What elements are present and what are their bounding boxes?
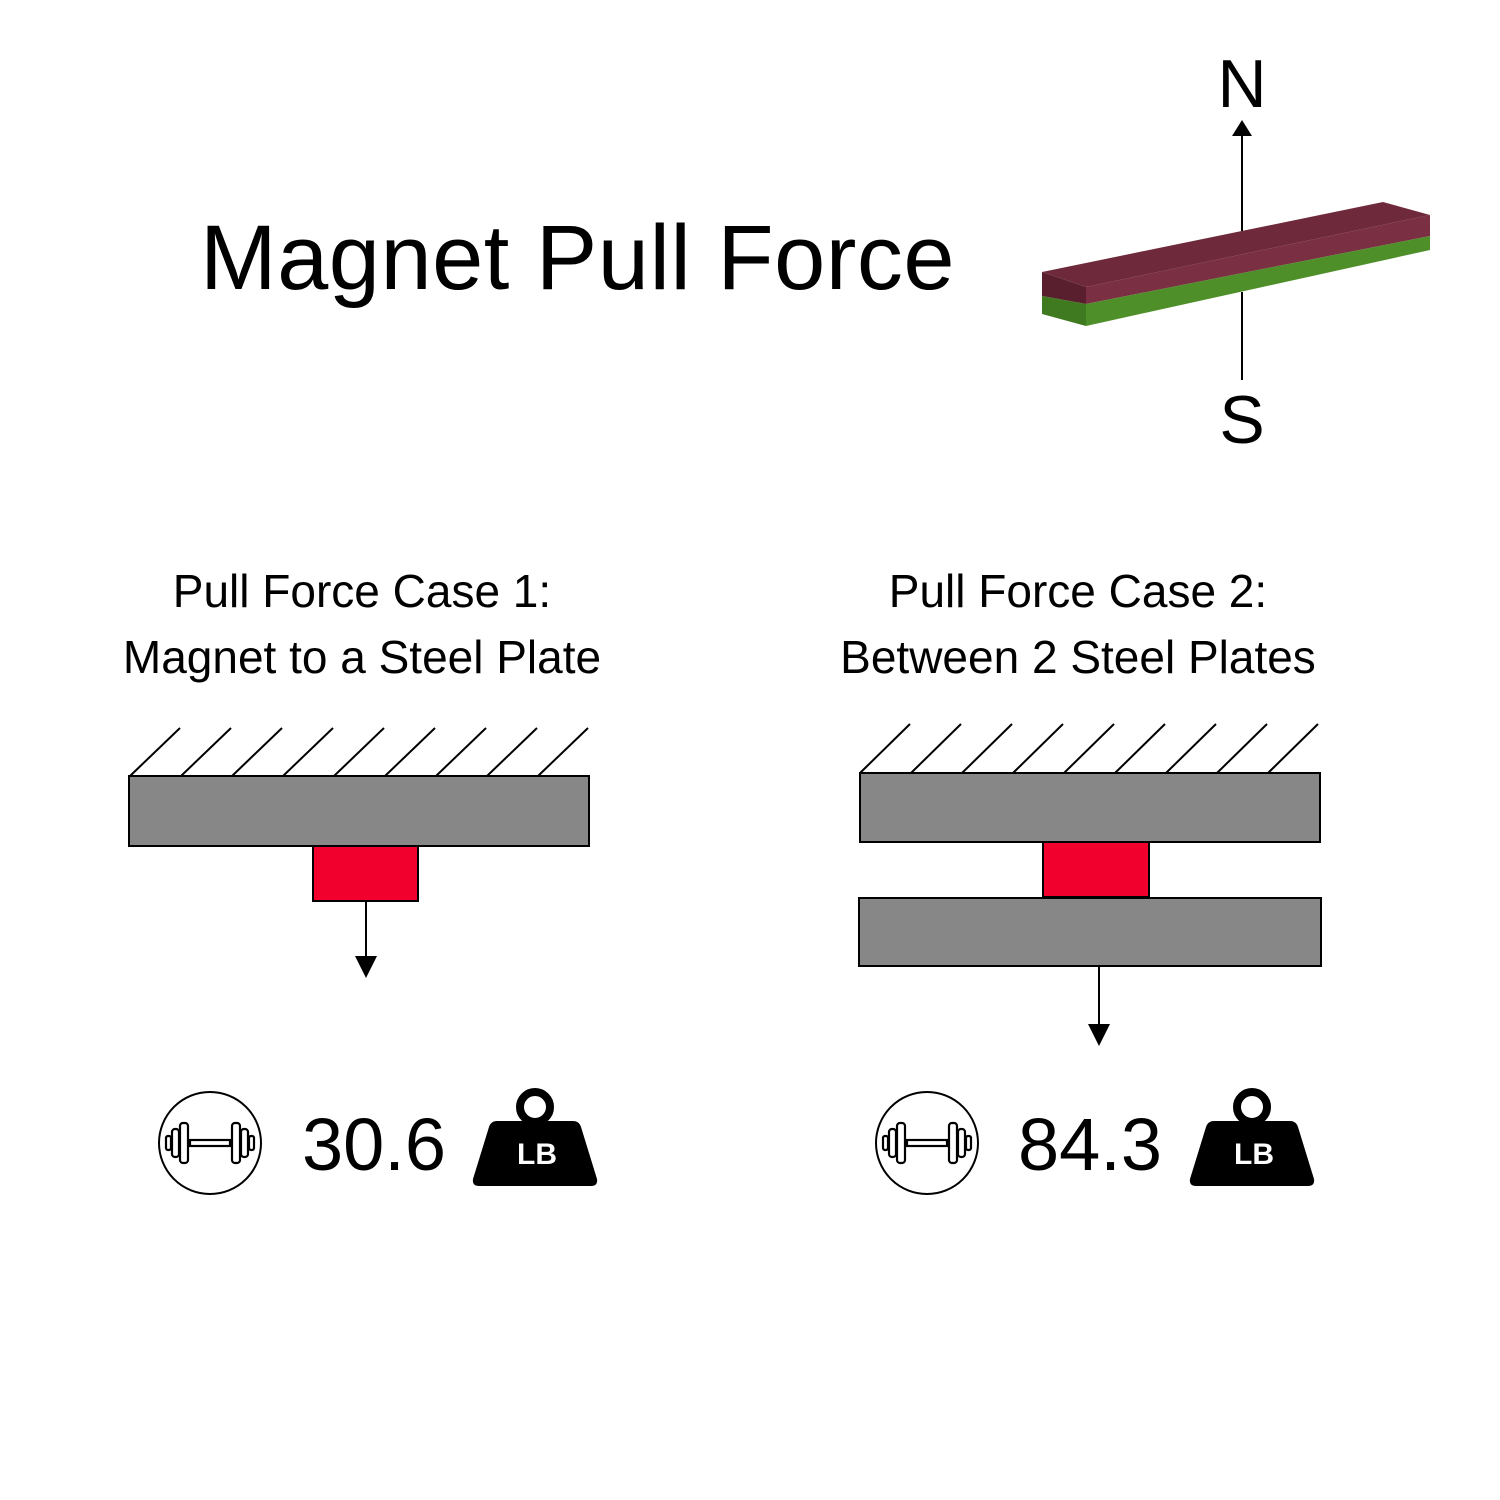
page-title: Magnet Pull Force xyxy=(200,207,956,309)
north-arrowhead xyxy=(1232,120,1252,136)
magnet-front-south xyxy=(1042,296,1086,326)
case1-diagram xyxy=(128,727,590,978)
case2-magnet-block xyxy=(1042,841,1150,898)
north-pole-label: N xyxy=(1217,46,1267,122)
case2-heading: Pull Force Case 2: Between 2 Steel Plate… xyxy=(728,558,1428,690)
case2-top-steel-plate xyxy=(859,772,1321,843)
case1-unit-label: LB xyxy=(517,1138,557,1171)
case2-bottom-steel-plate xyxy=(858,897,1322,967)
case2-heading-line2: Between 2 Steel Plates xyxy=(840,631,1316,683)
magnet-side-north xyxy=(1086,215,1430,304)
case2-pull-arrowhead xyxy=(1088,1024,1110,1046)
magnet-front-north xyxy=(1042,272,1086,304)
case1-weight-icon: LB xyxy=(472,1088,598,1186)
case1-pull-arrowhead xyxy=(355,956,377,978)
case2-unit-label: LB xyxy=(1234,1138,1274,1171)
case1-dumbbell-icon xyxy=(158,1091,262,1195)
case1-pull-force-value: 30.6 xyxy=(302,1103,447,1186)
case2-hatching xyxy=(859,723,1319,774)
case1-hatching xyxy=(129,727,589,777)
case2-weight-icon: LB xyxy=(1189,1088,1315,1186)
south-pole-label: S xyxy=(1219,382,1265,458)
case2-pull-force-value: 84.3 xyxy=(1018,1103,1163,1186)
case2-heading-line1: Pull Force Case 2: xyxy=(888,565,1268,617)
case1-steel-plate xyxy=(128,775,590,847)
case1-magnet-block xyxy=(312,845,419,902)
case1-heading-line1: Pull Force Case 1: xyxy=(172,565,552,617)
magnet-side-south xyxy=(1086,236,1430,326)
magnet-top-face xyxy=(1042,202,1430,287)
case1-heading-line2: Magnet to a Steel Plate xyxy=(122,631,602,683)
case2-diagram xyxy=(858,723,1322,1046)
case2-dumbbell-icon xyxy=(875,1091,979,1195)
bar-magnet xyxy=(1042,120,1430,380)
case1-heading: Pull Force Case 1: Magnet to a Steel Pla… xyxy=(12,558,712,690)
